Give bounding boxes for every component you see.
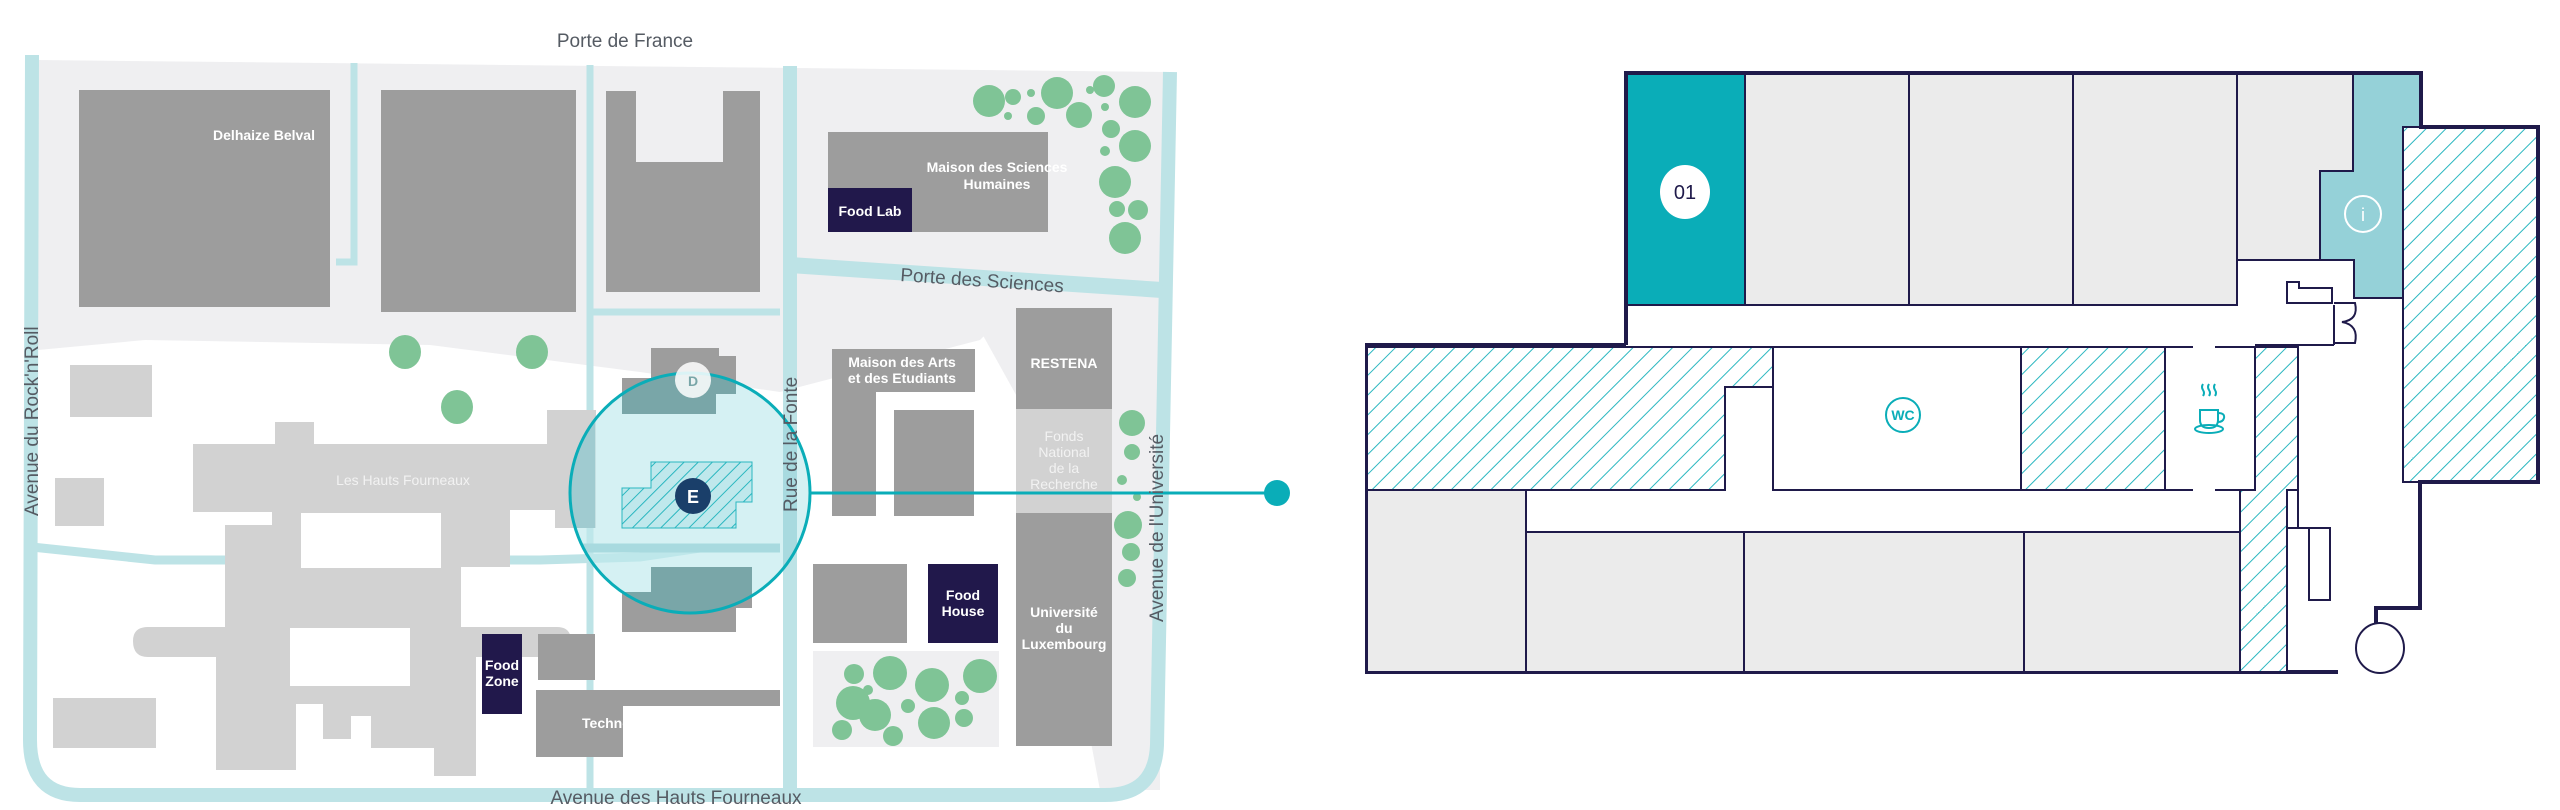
label-msh-1: Maison des Sciences (927, 159, 1068, 175)
marker-e[interactable]: E (675, 478, 711, 514)
road-west (22, 54, 1177, 802)
campus-map: Delhaize Belval Maison des Sciences Huma… (22, 31, 1290, 809)
building-food-lab[interactable] (828, 188, 912, 232)
label-technoport: Technoport (582, 715, 658, 731)
label-fnr-3: de la (1049, 460, 1080, 476)
room-bottom-2[interactable] (1525, 531, 1745, 673)
door-swing (2334, 302, 2357, 344)
wall-corridor (2287, 489, 2299, 529)
wall-shaft (2287, 527, 2331, 601)
building-north-3 (606, 91, 760, 292)
building-mae-2 (894, 410, 974, 516)
trees-plaza (389, 335, 548, 424)
trees-park (832, 656, 997, 746)
room-01-badge: 01 (1660, 165, 1710, 219)
room-top-2[interactable] (1744, 72, 1910, 306)
building-delhaize (79, 90, 330, 307)
label-food-zone-2: Zone (485, 673, 519, 689)
stair-symbol (2286, 281, 2333, 304)
building-food-house[interactable] (928, 564, 998, 643)
label-uni-1: Université (1030, 604, 1098, 620)
hauts-fourneaux-courtyard-1 (301, 513, 441, 568)
coffee-icon (2194, 383, 2226, 434)
room-bottom-3[interactable] (1743, 531, 2025, 673)
label-delhaize: Delhaize Belval (213, 127, 315, 143)
road-porte-sciences (789, 257, 1163, 298)
label-food-zone-1: Food (485, 657, 519, 673)
svg-text:i: i (2361, 205, 2365, 225)
floor-plan: 01 i (1365, 71, 2540, 674)
road-label-university: Avenue de l'Université (1147, 434, 1168, 622)
building-fnr (1016, 409, 1112, 513)
road-inner-1 (336, 63, 358, 266)
building-food-zone[interactable] (482, 634, 522, 714)
marker-d-label: D (688, 373, 698, 389)
area-hatched-west (1366, 346, 1775, 491)
marker-d[interactable]: D (675, 362, 711, 398)
room-top-3[interactable] (1908, 72, 2074, 306)
hauts-fourneaux-inner-white (290, 630, 408, 686)
area-hatched-middle (2020, 346, 2166, 491)
building-south-east-1 (813, 564, 907, 643)
room-top-4[interactable] (2072, 72, 2238, 306)
label-hauts-fourneaux: Les Hauts Fourneaux (336, 472, 470, 488)
room-bottom-4[interactable] (2023, 531, 2241, 673)
room-01-label: 01 (1674, 182, 1696, 204)
elevator-circle (2355, 622, 2405, 674)
wall-lobby (2236, 259, 2355, 305)
building-west-3 (53, 698, 156, 748)
building-university (1016, 513, 1112, 746)
label-fnr-1: Fonds (1045, 428, 1084, 444)
label-msh-2: Humaines (964, 176, 1031, 192)
label-fnr-2: National (1038, 444, 1089, 460)
connector-dot (1264, 480, 1290, 506)
building-technoport (536, 690, 780, 757)
building-north-2 (381, 90, 576, 312)
room-wc[interactable] (1772, 346, 2022, 491)
label-uni-2: du (1055, 620, 1072, 636)
room-bottom-1[interactable] (1366, 489, 1527, 673)
building-west-2 (55, 478, 104, 526)
building-mae (832, 349, 975, 516)
info-icon: i (2344, 195, 2382, 233)
svg-text:WC: WC (1891, 407, 1914, 423)
label-food-house-1: Food (946, 587, 980, 603)
outer-wall (1624, 71, 2540, 625)
label-uni-3: Luxembourg (1022, 636, 1107, 652)
label-food-lab: Food Lab (839, 203, 902, 219)
label-restena: RESTENA (1031, 355, 1098, 371)
trees-ne (973, 75, 1151, 254)
marker-e-label: E (687, 487, 699, 507)
wc-icon: WC (1885, 397, 1921, 433)
label-food-house-2: House (942, 603, 985, 619)
road-label-south: Avenue des Hauts Fourneaux (550, 788, 802, 809)
building-restena (1016, 308, 1112, 409)
building-hauts-fourneaux (133, 410, 596, 776)
road-label-west: Avenue du Rock'n'Roll (22, 326, 43, 516)
label-fnr-4: Recherche (1030, 476, 1098, 492)
building-west-1 (70, 365, 152, 417)
road-label-rue-fonte: Rue de la Fonte (781, 377, 802, 512)
trees-east (1114, 410, 1145, 587)
area-hatched-east (2402, 126, 2539, 483)
label-mae-2: et des Etudiants (848, 370, 956, 386)
road-label-north: Porte de France (557, 31, 693, 52)
building-small-1 (538, 634, 595, 680)
area-hatched-column (2239, 346, 2299, 673)
label-mae-1: Maison des Arts (848, 354, 956, 370)
